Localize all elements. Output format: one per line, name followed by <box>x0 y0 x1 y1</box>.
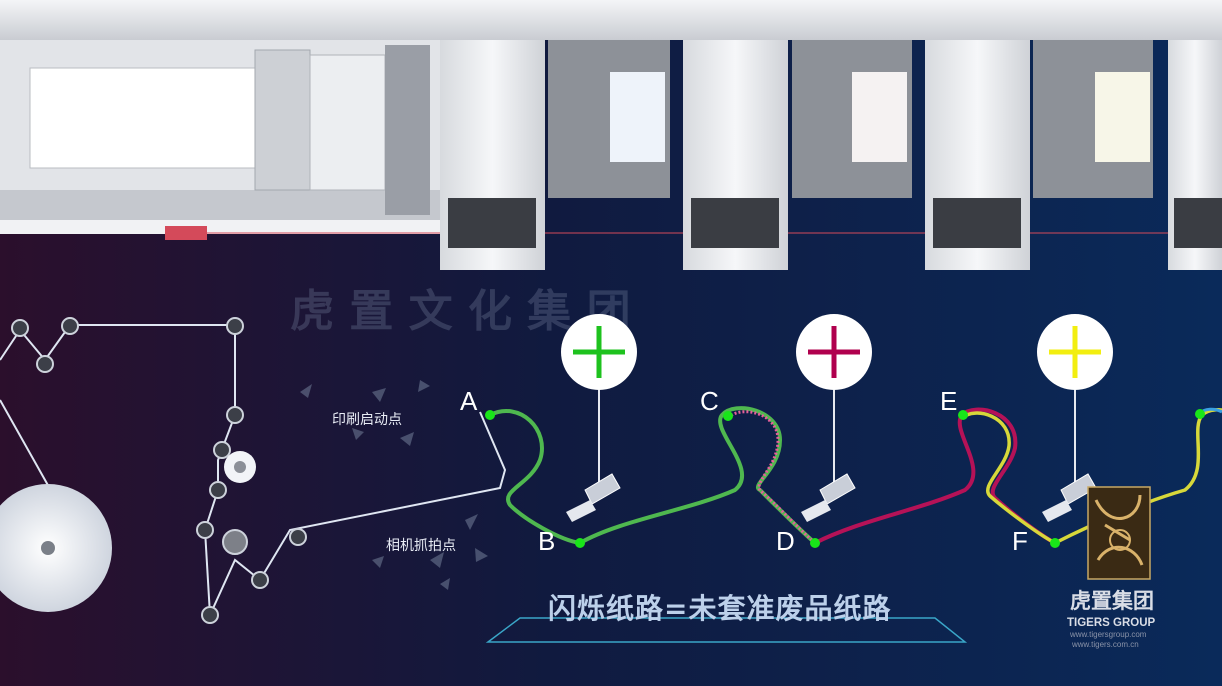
logo-url-1: www.tigersgroup.com <box>1069 630 1147 639</box>
print-start-label: 印刷启动点 <box>332 412 402 428</box>
node-b <box>575 538 585 548</box>
point-label-c: C <box>700 386 719 416</box>
printing-units <box>440 40 1222 270</box>
node-e <box>958 410 968 420</box>
web-path-rollers <box>0 317 507 624</box>
registration-marks <box>561 314 1113 522</box>
point-label-e: E <box>940 386 957 416</box>
printing-machine <box>0 0 1222 270</box>
point-label-a: A <box>460 386 478 416</box>
camera-icon-2 <box>801 473 856 522</box>
logo-english-name: TIGERS GROUP <box>1067 617 1156 629</box>
logo-url-2: www.tigers.com.cn <box>1071 640 1139 649</box>
point-label-d: D <box>776 526 795 556</box>
node-c <box>723 411 733 421</box>
node-d <box>810 538 820 548</box>
flashing-path <box>726 410 816 545</box>
point-label-f: F <box>1012 526 1028 556</box>
camera-capture-label: 相机抓拍点 <box>386 538 456 554</box>
logo-chinese-name: 虎置集团 <box>1070 588 1154 613</box>
decor-shards <box>300 380 488 590</box>
caption-underline <box>485 617 968 643</box>
point-label-b: B <box>538 526 555 556</box>
caption-text: 闪烁纸路=未套准废品纸路 <box>548 592 891 625</box>
sensor-block <box>165 226 207 240</box>
camera-icon-1 <box>566 473 621 522</box>
tigers-group-logo: 虎置集团 TIGERS GROUP www.tigersgroup.com ww… <box>1067 486 1156 649</box>
path-nodes <box>485 409 1205 548</box>
paper-roll <box>0 484 112 612</box>
node-f <box>1050 538 1060 548</box>
node-g <box>1195 409 1205 419</box>
node-a <box>485 410 495 420</box>
